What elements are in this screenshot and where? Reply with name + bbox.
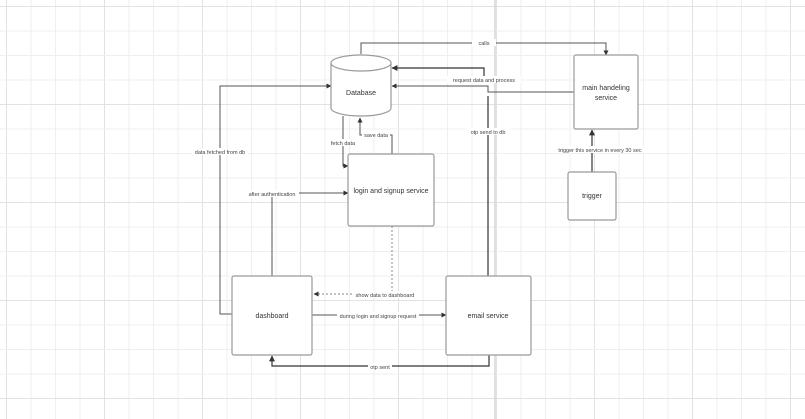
- label-after-authentication: after authentication: [249, 192, 296, 198]
- label-request-data: request data and process: [453, 78, 515, 84]
- label-calls: calls: [478, 41, 489, 47]
- edge-fetch-data[interactable]: [342, 116, 349, 169]
- node-email-service[interactable]: email service: [445, 275, 532, 356]
- label-during-request: during login and signup request: [340, 314, 417, 320]
- node-database[interactable]: Database: [330, 54, 392, 117]
- node-trigger-label: trigger: [582, 193, 603, 200]
- label-trigger-every-30-sec: trigger this service in every 30 sec: [558, 148, 641, 154]
- node-dashboard[interactable]: dashboard: [231, 275, 313, 356]
- node-main-handling-service-label-2: service: [595, 95, 617, 102]
- label-save-data: save data: [364, 133, 389, 139]
- node-main-handling-service-label-1: main handeling: [582, 85, 630, 92]
- label-data-fetched: data fetched from db: [195, 150, 245, 156]
- node-login-signup-service[interactable]: login and signup service: [347, 153, 435, 227]
- label-otp-send-to-db: otp send to db: [471, 130, 506, 136]
- node-database-label: Database: [346, 90, 376, 97]
- node-login-signup-service-label: login and signup service: [353, 188, 428, 195]
- edge-data-fetched[interactable]: [219, 83, 332, 315]
- edge-labels: calls request data and process data fetc…: [192, 39, 648, 371]
- label-show-data: show data to dashboard: [356, 293, 415, 299]
- node-trigger[interactable]: trigger: [567, 171, 617, 221]
- node-dashboard-label: dashboard: [255, 313, 288, 320]
- node-main-handling-service[interactable]: main handeling service: [573, 54, 639, 130]
- edge-after-authentication[interactable]: [271, 190, 349, 276]
- label-fetch-data: fetch data: [331, 141, 356, 147]
- node-email-service-label: email service: [468, 313, 509, 320]
- edge-request-data[interactable]: [391, 83, 574, 93]
- edge-show-data[interactable]: [313, 226, 393, 297]
- label-otp-sent: otp sent: [370, 365, 390, 371]
